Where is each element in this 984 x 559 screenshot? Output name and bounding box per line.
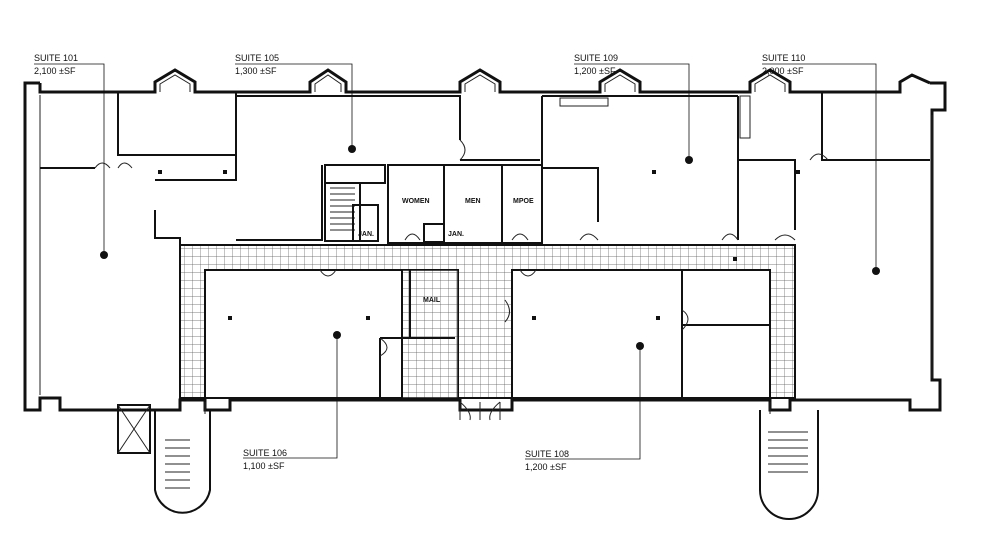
room-label-jan-1: JAN. bbox=[358, 231, 374, 238]
tiled-corridor bbox=[179, 244, 796, 399]
entry-doors bbox=[204, 401, 771, 421]
suite-callout-105: SUITE 105 1,300 ±SF bbox=[235, 53, 356, 153]
suite-109-name: SUITE 109 bbox=[574, 53, 618, 63]
suite-106-name: SUITE 106 bbox=[243, 448, 287, 458]
suite-106-marker bbox=[333, 331, 341, 339]
suite-callout-106: SUITE 106 1,100 ±SF bbox=[243, 331, 341, 471]
stair-tower-right bbox=[759, 410, 819, 520]
suite-callout-110: SUITE 110 2,000 ±SF bbox=[762, 53, 880, 275]
interior-walls bbox=[40, 92, 930, 250]
suite-callout-101: SUITE 101 2,100 ±SF bbox=[34, 53, 108, 259]
suite-101-name: SUITE 101 bbox=[34, 53, 78, 63]
suite-105-name: SUITE 105 bbox=[235, 53, 279, 63]
suite-108-name: SUITE 108 bbox=[525, 449, 569, 459]
stair-tower-left bbox=[117, 404, 211, 514]
suite-110-marker bbox=[872, 267, 880, 275]
suite-callout-108: SUITE 108 1,200 ±SF bbox=[525, 342, 644, 472]
exterior-walls bbox=[23, 68, 947, 412]
suite-105-marker bbox=[348, 145, 356, 153]
fixture-marks bbox=[158, 170, 800, 320]
suite-101-marker bbox=[100, 251, 108, 259]
suite-110-area: 2,000 ±SF bbox=[762, 66, 804, 76]
room-label-men: MEN bbox=[465, 198, 481, 205]
suite-callout-109: SUITE 109 1,200 ±SF bbox=[574, 53, 693, 164]
room-label-mail: MAIL bbox=[423, 297, 441, 304]
suite-108-area: 1,200 ±SF bbox=[525, 462, 567, 472]
room-label-mpoe: MPOE bbox=[513, 198, 534, 205]
suite-110-name: SUITE 110 bbox=[762, 53, 805, 63]
room-labels: WOMEN MEN MPOE JAN. JAN. MAIL bbox=[358, 198, 534, 304]
suite-105-area: 1,300 ±SF bbox=[235, 66, 277, 76]
suite-109-area: 1,200 ±SF bbox=[574, 66, 616, 76]
suite-108-marker bbox=[636, 342, 644, 350]
suite-109-marker bbox=[685, 156, 693, 164]
suite-101-area: 2,100 ±SF bbox=[34, 66, 76, 76]
room-label-women: WOMEN bbox=[402, 198, 430, 205]
room-label-jan-2: JAN. bbox=[448, 231, 464, 238]
suite-106-area: 1,100 ±SF bbox=[243, 461, 285, 471]
lower-suites bbox=[204, 269, 771, 399]
